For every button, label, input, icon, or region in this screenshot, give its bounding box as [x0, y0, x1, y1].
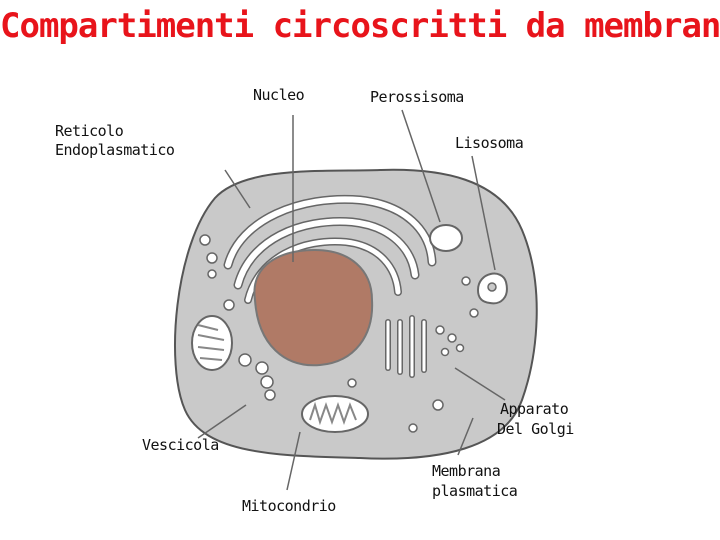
diagram-title: Compartimenti circoscritti da membrana — [0, 6, 720, 46]
lisosoma-leader — [471, 155, 496, 271]
label-lisosoma: Lisosoma — [455, 134, 524, 152]
label-apparato-line2: Del Golgi — [497, 420, 574, 438]
membrana-leader — [457, 417, 474, 456]
mitocondrio-leader — [286, 431, 301, 491]
vescicola-leader — [197, 404, 247, 439]
label-mitocondrio: Mitocondrio — [242, 497, 336, 515]
label-reticolo-line1: Reticolo — [55, 122, 124, 140]
vesicles — [199, 234, 479, 433]
label-membrana-line1: Membrana — [432, 462, 501, 480]
peroxisome — [429, 224, 463, 252]
leader-lines — [197, 109, 506, 491]
label-perossisoma: Perossisoma — [370, 88, 464, 106]
lysosome — [476, 272, 508, 305]
mitochondrion-bottom — [301, 395, 369, 433]
label-vescicola: Vescicola — [142, 436, 219, 454]
label-nucleo: Nucleo — [253, 86, 305, 104]
golgi-apparatus — [385, 315, 465, 378]
perossisoma-leader — [401, 109, 441, 223]
reticolo-leader — [224, 169, 251, 209]
nucleus — [253, 248, 374, 367]
label-apparato-line1: Apparato — [500, 400, 569, 418]
golgi-leader — [454, 367, 506, 401]
mitochondrion-left — [191, 315, 233, 371]
label-reticolo-line2: Endoplasmatico — [55, 141, 175, 159]
label-membrana-line2: plasmatica — [432, 482, 518, 500]
